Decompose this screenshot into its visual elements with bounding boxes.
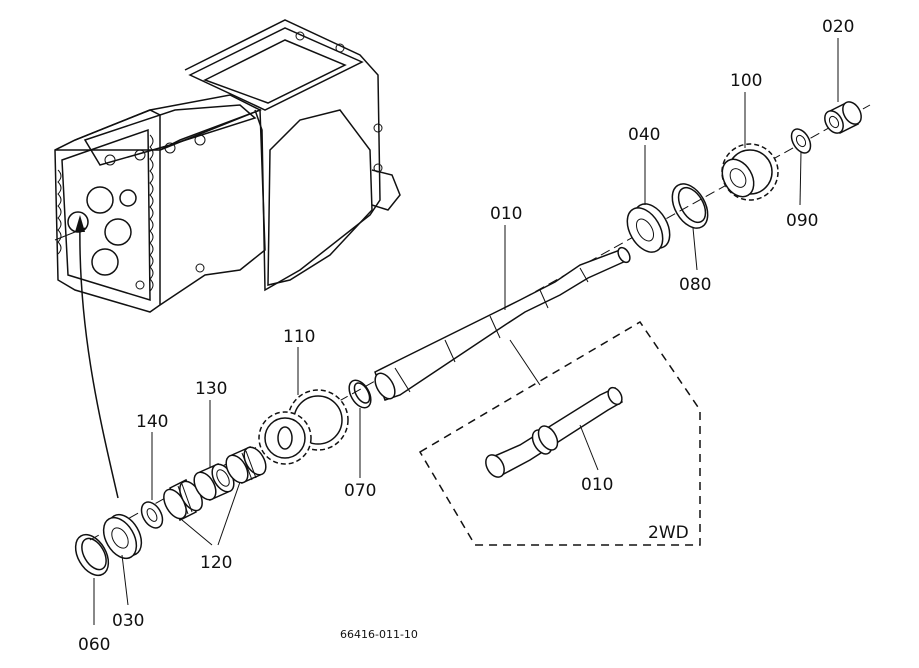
part-090-washer (790, 128, 812, 154)
leader-lines (93, 38, 839, 625)
part-080-circlip (671, 183, 709, 229)
part-100-gear (721, 143, 779, 201)
label-060: 060 (78, 635, 110, 655)
label-110: 110 (283, 327, 315, 347)
label-2wd: 2WD (648, 523, 689, 543)
label-140: 140 (136, 412, 168, 432)
part-110-double-gear (258, 389, 349, 465)
label-010-shaft: 010 (490, 204, 522, 224)
drawing-number: 66416-011-10 (340, 628, 418, 641)
transmission-housing (54, 19, 401, 313)
part-040-bearing (626, 203, 671, 253)
part-140-washer (140, 501, 164, 529)
assembly-arrow (75, 215, 119, 499)
label-120: 120 (200, 553, 232, 573)
variant-2wd-box (418, 320, 701, 546)
label-070: 070 (344, 481, 376, 501)
label-080: 080 (679, 275, 711, 295)
label-030: 030 (112, 611, 144, 631)
part-060-circlip (74, 533, 110, 577)
part-010-main-shaft (374, 246, 631, 401)
label-020: 020 (822, 17, 854, 37)
part-070-snap-ring (348, 379, 372, 409)
part-120-needle-bearing-b (225, 445, 267, 485)
part-020-bushing (824, 101, 862, 134)
part-labels: 020 100 040 010 090 080 110 130 140 070 … (78, 17, 854, 655)
part-030-bearing (102, 513, 143, 560)
label-100: 100 (730, 71, 762, 91)
label-010-2wd: 010 (581, 475, 613, 495)
label-040: 040 (628, 125, 660, 145)
label-130: 130 (195, 379, 227, 399)
label-090: 090 (786, 211, 818, 231)
